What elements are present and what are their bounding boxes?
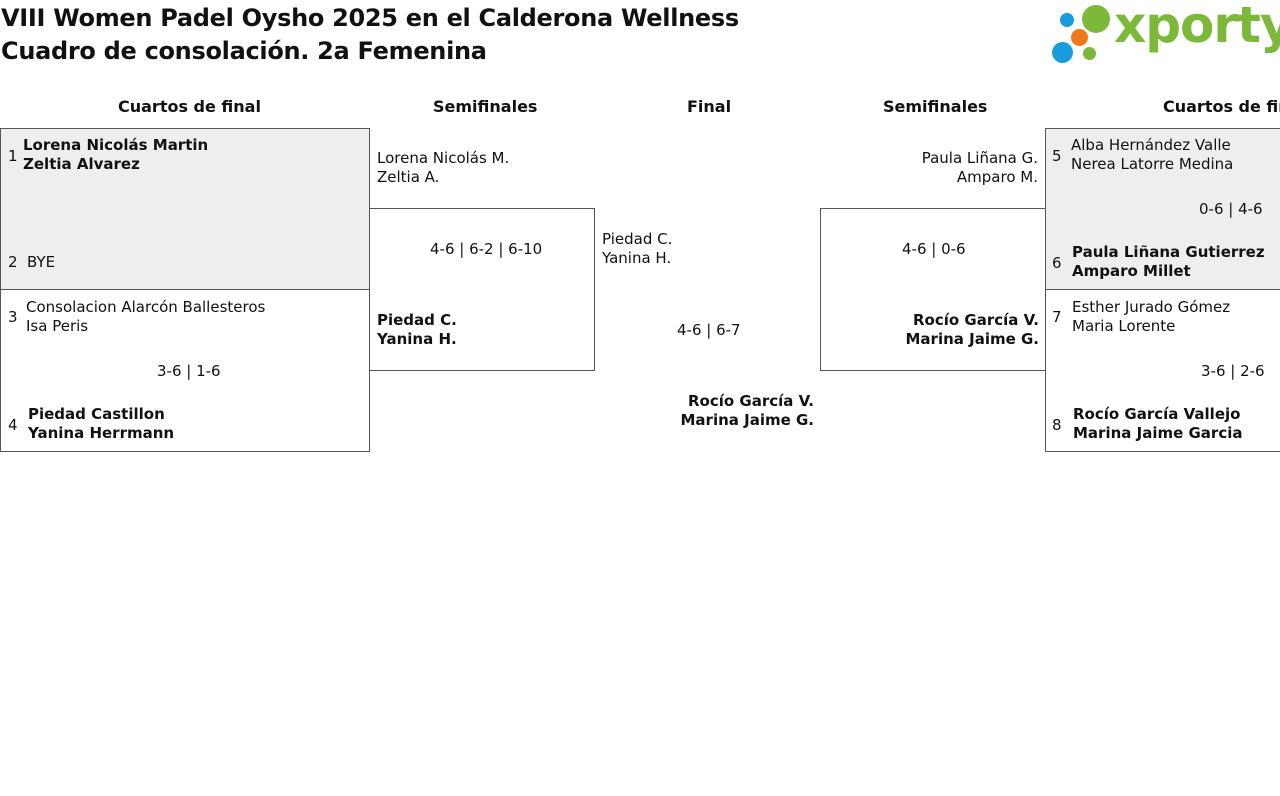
page-title: VIII Women Padel Oysho 2025 en el Calder… [1,4,739,32]
round-header-final: Final [687,97,732,116]
logo-dot-blue-icon [1052,42,1073,63]
right-sf-team-a[interactable]: Paula Liñana G. Amparo M. [922,149,1038,187]
round-header-left-sf: Semifinales [433,97,538,116]
player-name: Yanina H. [602,249,672,267]
left-qf-match-2[interactable]: 3 Consolacion Alarcón Ballesteros Isa Pe… [0,289,370,452]
logo-text: xporty [1114,0,1280,54]
player-name: Rocío García V. [688,392,814,410]
page-subtitle: Cuadro de consolación. 2a Femenina [1,37,487,65]
left-sf-team-a[interactable]: Lorena Nicolás M. Zeltia A. [377,149,509,187]
match-score: 4-6 | 6-2 | 6-10 [430,240,543,258]
seed-number: 8 [1052,416,1062,434]
team-b[interactable]: Piedad Castillon Yanina Herrmann [28,405,174,443]
player-name: Piedad C. [377,311,457,329]
logo-dot-green-icon [1082,5,1110,33]
right-qf-match-2[interactable]: 7 Esther Jurado Gómez Maria Lorente 3-6 … [1045,289,1280,452]
player-name: Alba Hernández Valle [1071,136,1231,154]
team-b[interactable]: Rocío García Vallejo Marina Jaime Garcia [1073,405,1242,443]
player-name: Lorena Nicolás Martin [23,136,209,154]
final-team-b[interactable]: Rocío García V. Marina Jaime G. [681,392,815,430]
player-name: Isa Peris [26,317,89,335]
player-name: Consolacion Alarcón Ballesteros [26,298,266,316]
team-a[interactable]: Lorena Nicolás Martin Zeltia Alvarez [23,136,208,174]
player-name: Piedad Castillon [28,405,165,423]
player-name: Yanina H. [377,330,457,348]
round-header-right-qf: Cuartos de final [1163,97,1280,116]
player-name: Marina Jaime G. [680,411,815,429]
player-name: Marina Jaime Garcia [1073,424,1243,442]
seed-number: 1 [8,147,18,165]
player-name: Zeltia Alvarez [23,155,140,173]
player-name: BYE [27,253,56,271]
round-header-right-sf: Semifinales [883,97,988,116]
player-name: Yanina Herrmann [28,424,175,442]
player-name: Marina Jaime G. [905,330,1040,348]
player-name: Amparo Millet [1072,262,1191,280]
team-b[interactable]: Piedad C. Yanina H. [377,311,457,349]
seed-number: 7 [1052,308,1062,326]
team-b[interactable]: BYE [27,253,55,272]
left-qf-match-1[interactable]: 1 Lorena Nicolás Martin Zeltia Alvarez 2… [0,128,370,290]
match-score: 3-6 | 2-6 [1201,362,1265,380]
player-name: Rocío García Vallejo [1073,405,1241,423]
player-name: Piedad C. [602,230,673,248]
seed-number: 2 [8,253,18,271]
xporty-logo[interactable]: xporty [1050,0,1280,66]
match-score: 3-6 | 1-6 [157,362,221,380]
left-sf-match[interactable]: 4-6 | 6-2 | 6-10 Piedad C. Yanina H. [369,208,595,371]
player-name: Esther Jurado Gómez [1072,298,1231,316]
team-b[interactable]: Paula Liñana Gutierrez Amparo Millet [1072,243,1265,281]
right-qf-match-1[interactable]: 5 Alba Hernández Valle Nerea Latorre Med… [1045,128,1280,290]
player-name: Paula Liñana G. [921,149,1038,167]
player-name: Zeltia A. [377,168,440,186]
final-team-a[interactable]: Piedad C. Yanina H. [602,230,672,268]
player-name: Lorena Nicolás M. [377,149,510,167]
team-a[interactable]: Consolacion Alarcón Ballesteros Isa Peri… [26,298,265,336]
player-name: Nerea Latorre Medina [1071,155,1234,173]
team-b[interactable]: Rocío García V. Marina Jaime G. [906,311,1040,349]
team-a[interactable]: Esther Jurado Gómez Maria Lorente [1072,298,1230,336]
player-name: Rocío García V. [913,311,1039,329]
logo-dot-blue-small-icon [1060,13,1074,27]
right-sf-match[interactable]: 4-6 | 0-6 Rocío García V. Marina Jaime G… [820,208,1046,371]
logo-dot-orange-icon [1071,29,1088,46]
seed-number: 6 [1052,254,1062,272]
match-score: 4-6 | 0-6 [902,240,966,258]
final-score: 4-6 | 6-7 [677,321,741,339]
player-name: Maria Lorente [1072,317,1176,335]
match-score: 0-6 | 4-6 [1199,200,1263,218]
round-header-left-qf: Cuartos de final [118,97,261,116]
seed-number: 5 [1052,147,1062,165]
logo-dot-green-small-icon [1083,47,1096,60]
seed-number: 3 [8,308,18,326]
team-a[interactable]: Alba Hernández Valle Nerea Latorre Medin… [1071,136,1233,174]
seed-number: 4 [8,416,18,434]
player-name: Amparo M. [956,168,1038,186]
player-name: Paula Liñana Gutierrez [1072,243,1265,261]
